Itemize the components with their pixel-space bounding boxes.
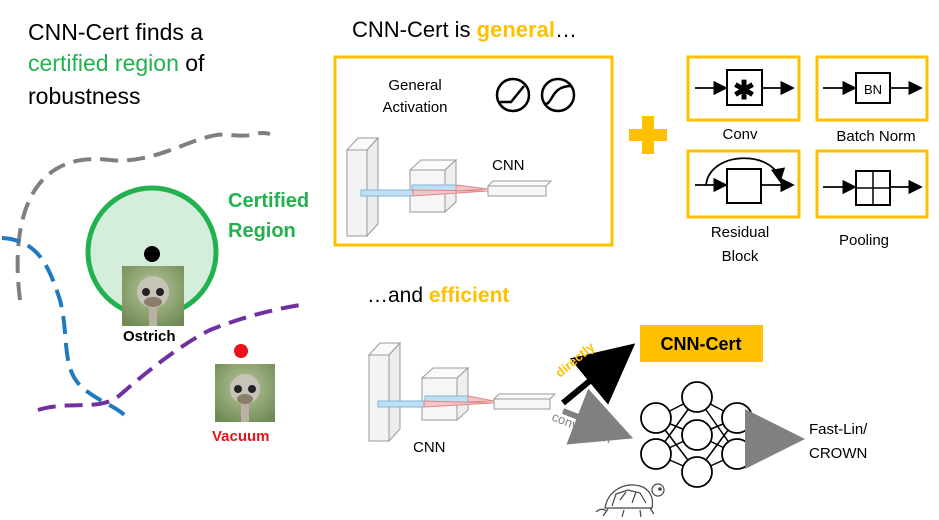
residual-block (726, 168, 762, 204)
conv-block (726, 69, 763, 106)
plus-icon (629, 116, 667, 154)
relu-icon (495, 77, 531, 113)
left-title-line3: robustness (28, 83, 141, 109)
certified-label-line1: Certified (228, 190, 309, 212)
activation-label-line2: Activation (382, 99, 447, 116)
cnncert-label: CNN-Cert (661, 334, 742, 354)
conversion-arrow (561, 388, 634, 445)
batchnorm-block (855, 72, 891, 104)
ostrich-label: Ostrich (123, 328, 176, 345)
efficient-title-prefix: …and (367, 284, 429, 307)
general-title-highlight: general (477, 17, 555, 42)
certified-region-highlight: certified region (28, 50, 179, 76)
residual-label-line2: Block (722, 248, 759, 265)
general-box (333, 55, 614, 247)
blue-boundary (1, 236, 132, 422)
general-title: CNN-Cert is general… (352, 17, 577, 42)
efficient-title: …and efficient (367, 284, 509, 307)
left-title-line2-rest: of (179, 50, 205, 76)
left-panel: CNN-Cert finds a certified region of rob… (1, 19, 309, 445)
cnncert-box (640, 325, 763, 362)
left-title-line2: certified region of (28, 50, 205, 76)
general-cnn-diagram (345, 136, 553, 238)
turtle-icon (595, 483, 665, 518)
conv-star-icon: ✱ (733, 75, 755, 105)
pooling-box (815, 149, 929, 219)
conv-box (686, 55, 801, 122)
directly-label: directly (552, 339, 598, 381)
conv-label: Conv (722, 126, 758, 143)
sigmoid-icon (540, 77, 576, 113)
general-title-suffix: … (555, 17, 577, 42)
efficient-panel: …and efficient CNN directly CNN-Cert con… (367, 284, 868, 518)
conversion-label: conversion (550, 409, 614, 446)
blocks-panel: ✱ Conv BN Batch Norm Residual Block Pool… (686, 55, 929, 265)
residual-label-line1: Residual (711, 224, 769, 241)
batchnorm-label: Batch Norm (836, 128, 915, 145)
batchnorm-box (815, 55, 929, 122)
vacuum-label: Vacuum (212, 428, 270, 445)
gray-boundary (15, 130, 271, 301)
ostrich-image (122, 266, 184, 326)
purple-boundary (37, 303, 301, 412)
vacuum-point (234, 344, 248, 358)
efficient-cnn-diagram (367, 341, 557, 443)
left-title-line1: CNN-Cert finds a (28, 19, 203, 45)
general-panel: CNN-Cert is general… General Activation … (333, 17, 614, 247)
efficient-cnn-label: CNN (413, 439, 446, 456)
residual-skip-arrow (705, 157, 786, 186)
pooling-label: Pooling (839, 232, 889, 249)
residual-box (686, 149, 801, 219)
fastlin-label-line2: CROWN (809, 445, 867, 462)
activation-label-line1: General (388, 77, 441, 94)
neural-network-icon (640, 381, 753, 488)
fastlin-label-line1: Fast-Lin/ (809, 421, 868, 438)
general-cnn-label: CNN (492, 157, 525, 174)
ostrich-point (144, 246, 160, 262)
efficient-title-highlight: efficient (429, 284, 510, 307)
vacuum-image (215, 364, 275, 422)
certified-label-line2: Region (228, 220, 296, 242)
general-title-prefix: CNN-Cert is (352, 17, 477, 42)
batchnorm-symbol: BN (864, 82, 882, 97)
